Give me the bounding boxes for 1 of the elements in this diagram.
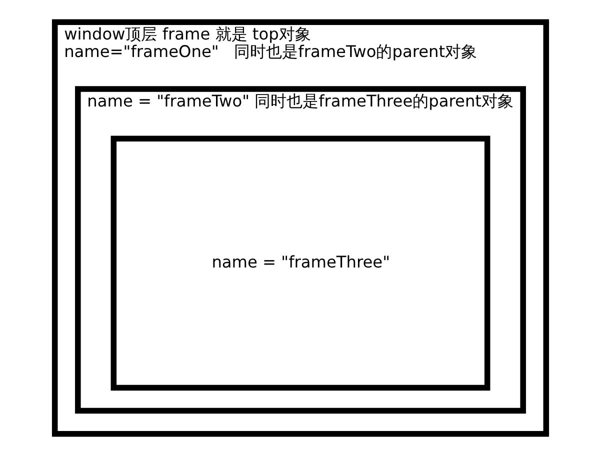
node-box: name = "frameThree" [110, 136, 490, 391]
